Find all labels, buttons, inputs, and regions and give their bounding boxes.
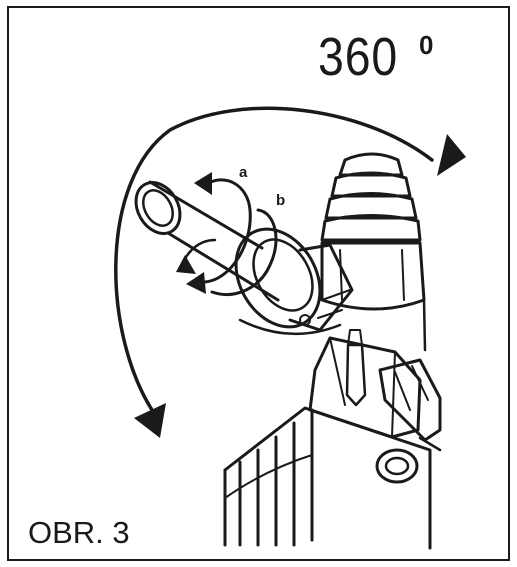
tool-body (223, 336, 432, 550)
side-handle (134, 180, 280, 302)
chuck (320, 152, 427, 352)
label-b: b (276, 192, 286, 209)
lever (345, 329, 442, 452)
angle-unit: 0 (419, 30, 434, 60)
figure-caption: OBR. 3 (28, 515, 130, 550)
twist-arrows-icon (176, 172, 278, 296)
label-a: a (239, 164, 248, 181)
rotation-arc-icon (114, 106, 466, 438)
angle-value: 360 (318, 27, 399, 87)
